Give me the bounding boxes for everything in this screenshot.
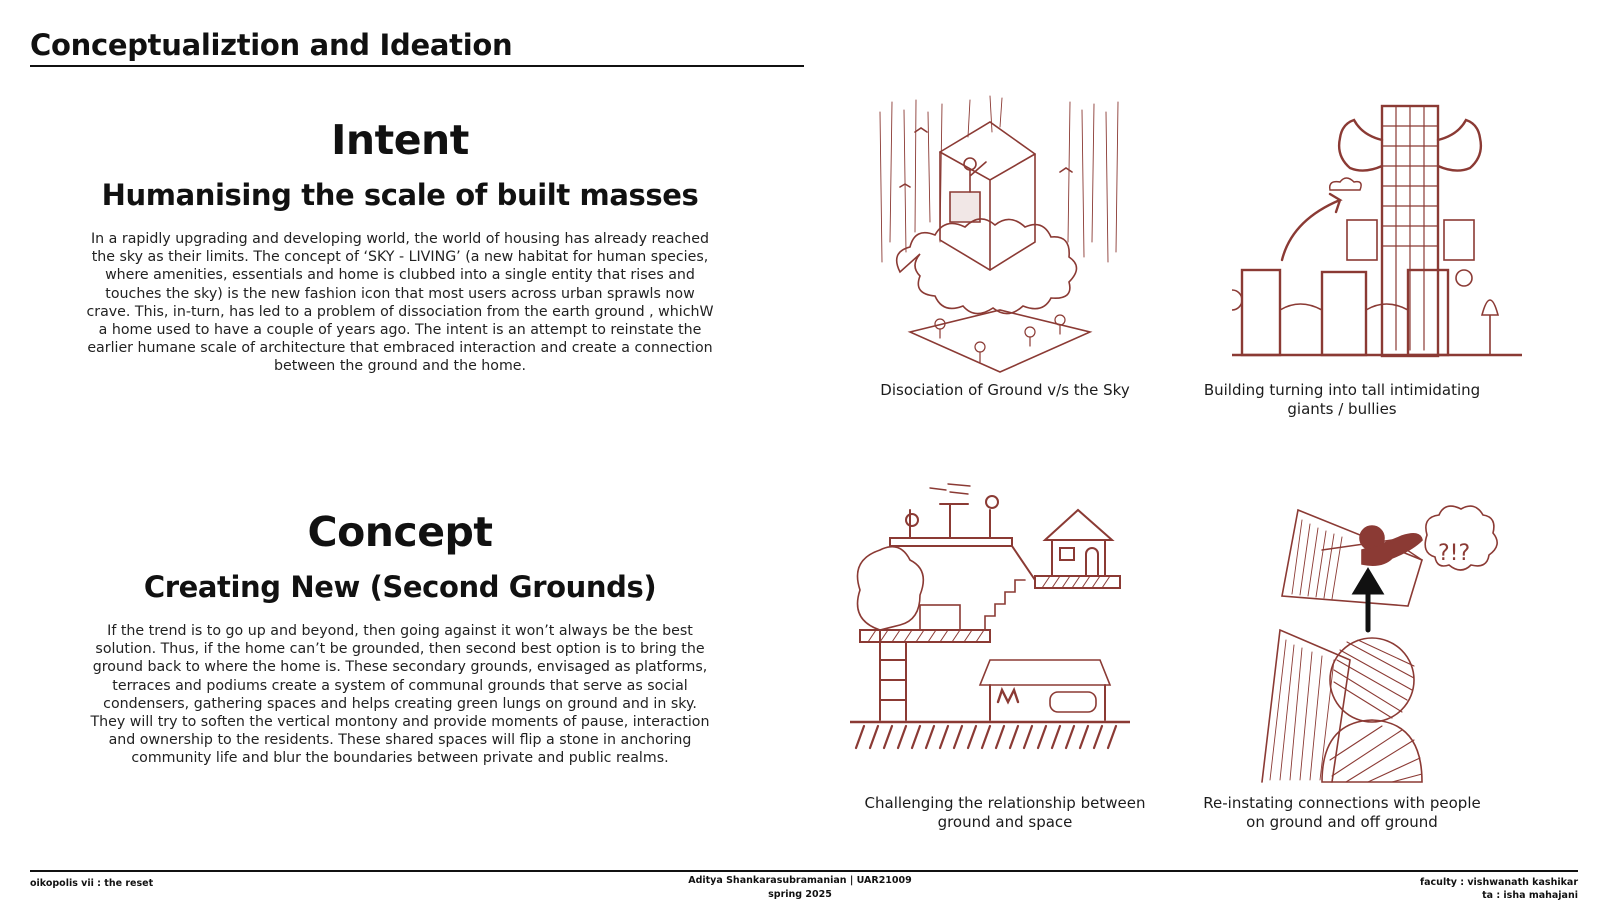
footer-project-name: oikopolis vii : the reset [30,878,154,889]
concept-body: If the trend is to go up and beyond, the… [90,623,710,767]
intent-body: In a rapidly upgrading and developing wo… [86,231,714,375]
intent-section: Intent Humanising the scale of built mas… [80,116,720,376]
footer-ta-line: ta : isha mahajani [1482,890,1578,901]
ground-and-space-sketch-icon [850,480,1130,760]
sketch-caption: Challenging the relationship between gro… [864,794,1146,831]
concept-heading: Concept [307,508,493,556]
reinstating-connections-sketch-icon: ?!? [1242,500,1522,790]
intent-subheading: Humanising the scale of built masses [101,178,699,212]
concept-subheading: Creating New (Second Grounds) [143,570,657,604]
sketch-caption: Disociation of Ground v/s the Sky [880,381,1130,399]
sketch-caption: Building turning into tall intimidating … [1203,381,1481,418]
svg-text:?!?: ?!? [1438,541,1470,566]
tall-building-giants-sketch-icon [1232,100,1522,370]
footer-faculty-line: faculty : vishwanath kashikar [1420,877,1578,888]
footer-author-line: Aditya Shankarasubramanian | UAR21009 [688,875,912,886]
concept-section: Concept Creating New (Second Grounds) If… [80,508,720,768]
footer-divider [30,870,1578,872]
intent-heading: Intent [331,116,469,164]
page-title: Conceptualiztion and Ideation [30,28,804,67]
ground-vs-sky-sketch-icon [870,92,1130,382]
footer-author: Aditya Shankarasubramanian | UAR21009 sp… [650,874,950,902]
footer-term: spring 2025 [768,889,832,900]
footer-faculty: faculty : vishwanath kashikar ta : isha … [1420,876,1578,902]
sketch-caption: Re-instating connections with people on … [1203,794,1481,831]
